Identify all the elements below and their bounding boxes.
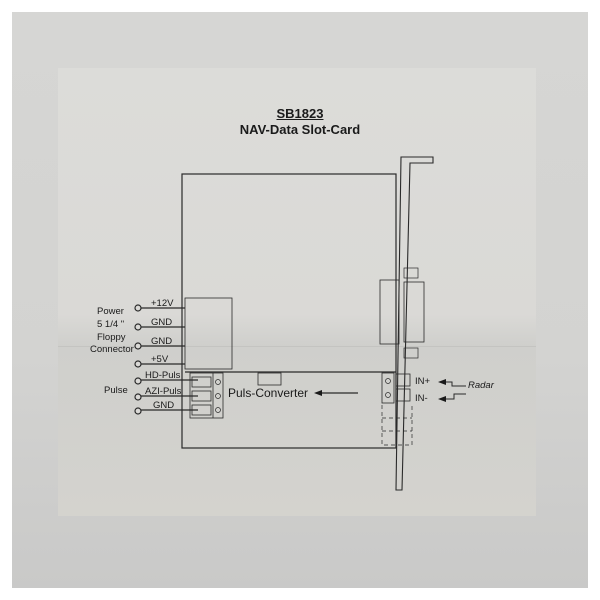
pin-gnd1-label: GND: [151, 317, 173, 328]
part-number: SB1823: [276, 106, 324, 121]
pulse-group-label: Pulse: [104, 385, 128, 396]
power-label-line4: Connector: [90, 344, 134, 355]
pin-gnd3-label: GND: [153, 400, 175, 411]
pin-in-minus-label: IN-: [415, 393, 428, 404]
puls-converter-label: Puls-Converter: [228, 386, 309, 400]
board-outline: [181, 173, 397, 449]
pin-hd-puls-label: HD-Puls: [145, 370, 181, 381]
paper-sheet: [58, 68, 536, 516]
power-connector-block: [184, 297, 233, 370]
slot-bracket: [395, 156, 434, 491]
pin-azi-puls-label: AZI-Puls: [145, 386, 182, 397]
power-label-line2: 5 1/4 ": [97, 319, 125, 330]
radar-label: Radar: [468, 380, 494, 391]
document-title: NAV-Data Slot-Card: [239, 122, 361, 137]
pin-gnd2-label: GND: [151, 336, 173, 347]
power-label-line3: Floppy: [97, 332, 126, 343]
power-label-line1: Power: [97, 306, 124, 317]
paper-fold-line: [58, 346, 536, 347]
pin-in-plus-label: IN+: [415, 376, 431, 387]
pin-12v-label: +12V: [151, 298, 174, 309]
pin-5v-label: +5V: [151, 354, 169, 365]
